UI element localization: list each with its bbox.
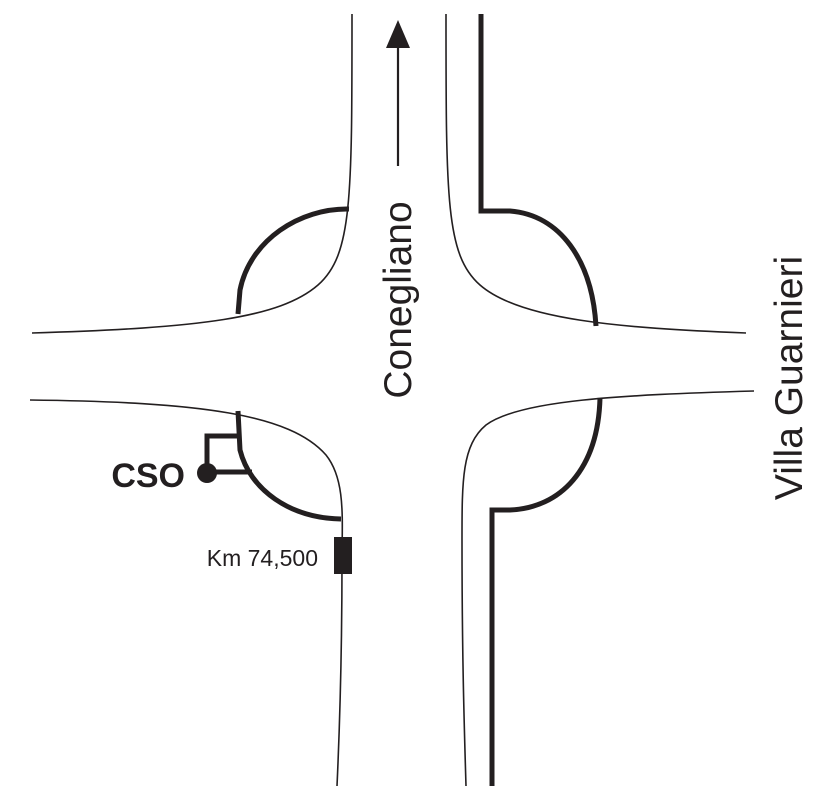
corner-round-ne <box>478 14 599 327</box>
cso-dot <box>197 463 217 483</box>
corner-round-se <box>489 397 603 786</box>
north-arrow-head <box>386 20 410 48</box>
label-conegliano: Conegliano <box>377 201 420 398</box>
label-km-marker: Km 74,500 <box>207 545 318 571</box>
cso-station-symbol <box>197 433 252 483</box>
road-edge-ne <box>445 13 747 334</box>
road-edge-se <box>461 390 755 787</box>
corner-round-sw <box>235 410 342 522</box>
road-edge-nw <box>31 13 353 334</box>
km-marker-post <box>334 537 352 574</box>
corner-round-nw <box>235 206 350 315</box>
corner-outlines <box>235 14 603 786</box>
road-edges <box>29 13 755 787</box>
north-arrow <box>386 20 410 166</box>
road-edge-sw <box>29 399 344 787</box>
label-villa-guarnieri: Villa Guarnieri <box>768 256 811 500</box>
label-cso: CSO <box>111 457 185 495</box>
